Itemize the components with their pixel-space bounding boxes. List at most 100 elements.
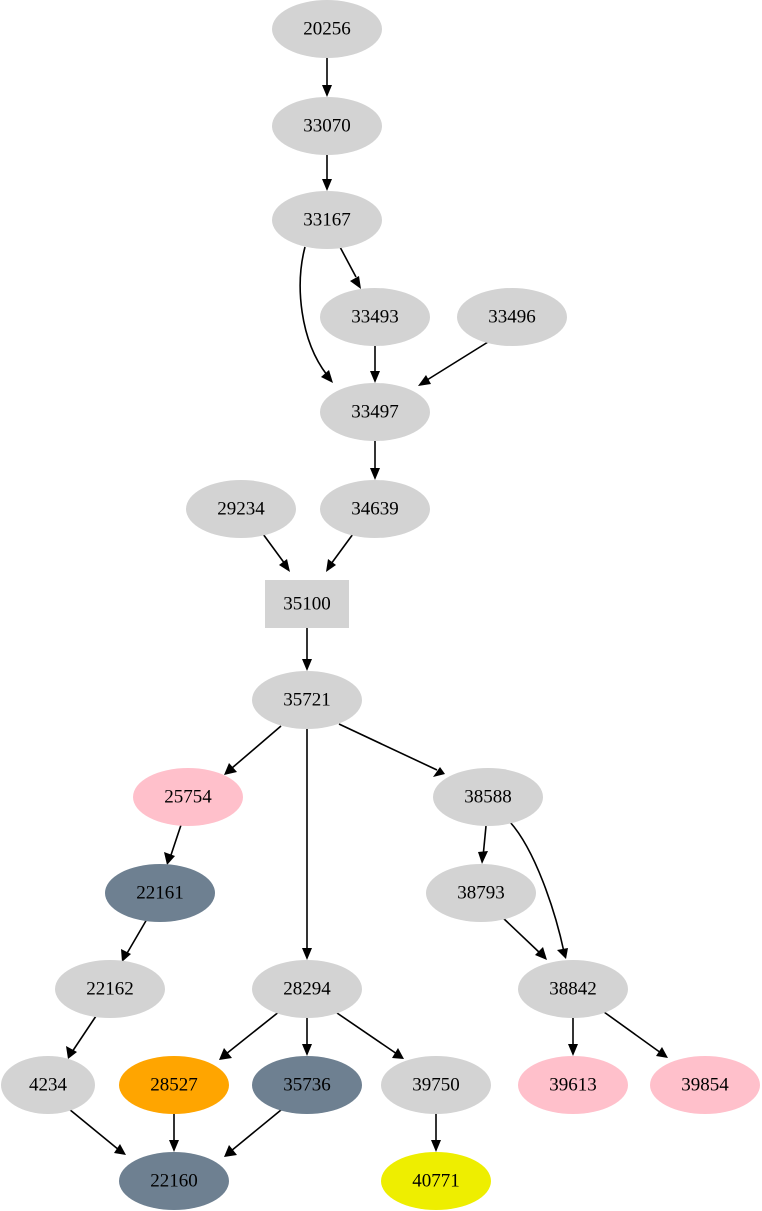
graph-edge (302, 729, 312, 960)
node-ellipse[interactable] (320, 480, 430, 538)
arrowhead-icon (433, 767, 445, 777)
arrowhead-icon (478, 851, 488, 864)
node-box[interactable] (265, 580, 349, 628)
graph-node[interactable]: 20256 (272, 0, 382, 58)
graph-edge (338, 723, 445, 777)
graph-node[interactable]: 38588 (433, 768, 543, 826)
arrowhead-icon (535, 947, 547, 960)
graph-node[interactable]: 33070 (272, 97, 382, 155)
graph-node[interactable]: 22161 (105, 864, 215, 922)
graph-edge (169, 1114, 179, 1152)
arrowhead-icon (557, 948, 568, 959)
graph-edge (224, 1109, 282, 1157)
graph-node[interactable]: 33493 (320, 288, 430, 346)
graph-node[interactable]: 28527 (119, 1056, 229, 1114)
node-ellipse[interactable] (105, 864, 215, 922)
arrowhead-icon (66, 1046, 77, 1059)
graph-edge (302, 628, 312, 671)
node-ellipse[interactable] (381, 1152, 491, 1210)
graph-node[interactable]: 29234 (186, 480, 296, 538)
node-ellipse[interactable] (272, 191, 382, 249)
node-ellipse[interactable] (119, 1152, 229, 1210)
graph-edge (299, 246, 333, 383)
node-ellipse[interactable] (1, 1056, 95, 1114)
graph-edge (322, 58, 332, 97)
edge-line (71, 1015, 97, 1053)
graph-edge (478, 825, 488, 864)
graph-edge (326, 533, 354, 572)
graph-node[interactable]: 38842 (518, 960, 628, 1018)
node-ellipse[interactable] (433, 768, 543, 826)
graph-edge (431, 1114, 441, 1152)
graph-node[interactable]: 35100 (265, 580, 349, 628)
graph-edge (121, 918, 148, 962)
graph-node[interactable]: 22162 (55, 960, 165, 1018)
node-ellipse[interactable] (186, 480, 296, 538)
node-ellipse[interactable] (426, 864, 536, 922)
edge-line (336, 1012, 398, 1055)
node-ellipse[interactable] (457, 288, 567, 346)
arrowhead-icon (321, 370, 333, 383)
graph-edge (322, 155, 332, 191)
arrowhead-icon (302, 659, 312, 671)
graph-node[interactable]: 39613 (518, 1056, 628, 1114)
node-ellipse[interactable] (252, 960, 362, 1018)
arrowhead-icon (326, 559, 336, 572)
edge-line (338, 723, 438, 771)
edge-line (169, 824, 182, 859)
graph-node[interactable]: 25754 (133, 768, 243, 826)
arrowhead-icon (224, 763, 237, 775)
graph-edge (66, 1015, 97, 1059)
graph-node[interactable]: 4234 (1, 1056, 95, 1114)
edges-layer (66, 58, 668, 1157)
node-ellipse[interactable] (252, 1056, 362, 1114)
node-ellipse[interactable] (133, 768, 243, 826)
node-ellipse[interactable] (381, 1056, 491, 1114)
graph-edge (224, 725, 282, 775)
graph-node[interactable]: 33496 (457, 288, 567, 346)
node-ellipse[interactable] (320, 288, 430, 346)
graph-node[interactable]: 35721 (252, 671, 362, 729)
node-ellipse[interactable] (272, 0, 382, 58)
arrowhead-icon (568, 1044, 578, 1056)
node-ellipse[interactable] (518, 960, 628, 1018)
graph-edge (164, 824, 182, 865)
graph-node[interactable]: 33497 (320, 383, 430, 441)
edge-line (262, 533, 286, 565)
edge-line (299, 246, 328, 376)
graph-node[interactable]: 28294 (252, 960, 362, 1018)
node-ellipse[interactable] (320, 383, 430, 441)
graph-node[interactable]: 39750 (381, 1056, 491, 1114)
edge-line (225, 1010, 281, 1055)
graph-edge (501, 916, 547, 960)
graph-edge (262, 533, 290, 572)
graph-node[interactable]: 34639 (320, 480, 430, 538)
graph-node[interactable]: 35736 (252, 1056, 362, 1114)
graph-edge (302, 1018, 312, 1056)
node-ellipse[interactable] (650, 1056, 760, 1114)
graph-node[interactable]: 33167 (272, 191, 382, 249)
edge-line (509, 821, 565, 953)
graph-node[interactable]: 22160 (119, 1152, 229, 1210)
arrowhead-icon (219, 1048, 232, 1060)
graph-node[interactable]: 39854 (650, 1056, 760, 1114)
node-ellipse[interactable] (119, 1056, 229, 1114)
node-ellipse[interactable] (272, 97, 382, 155)
node-ellipse[interactable] (55, 960, 165, 1018)
graph-node[interactable]: 40771 (381, 1152, 491, 1210)
edge-line (603, 1011, 662, 1054)
node-ellipse[interactable] (252, 671, 362, 729)
arrowhead-icon (114, 1144, 126, 1155)
arrowhead-icon (350, 276, 361, 289)
edge-line (426, 341, 489, 381)
arrowhead-icon (121, 949, 131, 962)
arrowhead-icon (302, 1044, 312, 1056)
graph-edge (568, 1018, 578, 1056)
graph-edge (339, 246, 361, 289)
graph-edge (603, 1011, 668, 1058)
node-ellipse[interactable] (518, 1056, 628, 1114)
arrowhead-icon (656, 1047, 668, 1058)
graph-node[interactable]: 38793 (426, 864, 536, 922)
graph-edge (370, 441, 380, 480)
